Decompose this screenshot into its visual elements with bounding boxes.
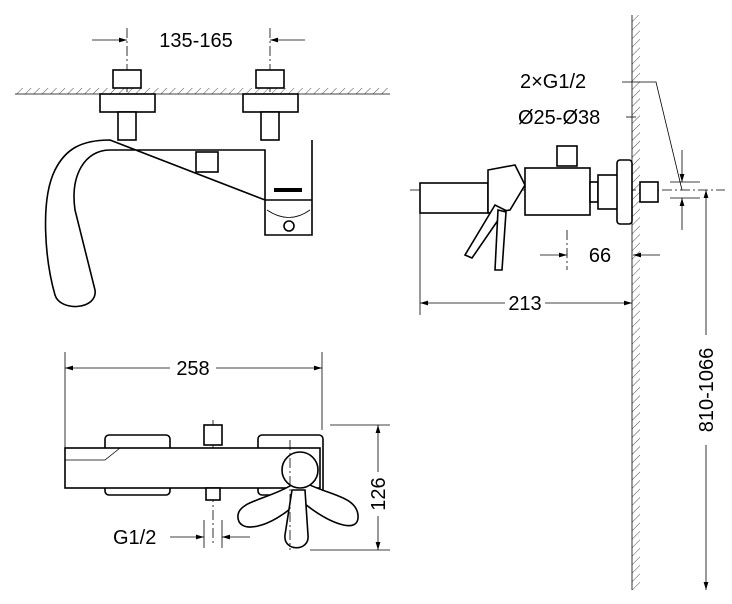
mounting-height-label: 810-1066 — [696, 348, 718, 433]
valve-spacing-label: 135-165 — [159, 30, 232, 52]
flange-diameter-label: Ø25-Ø38 — [518, 107, 600, 129]
right-valve — [242, 69, 299, 141]
top-view: 135-165 — [15, 28, 390, 308]
left-valve — [99, 69, 156, 141]
brand-logo — [274, 188, 302, 192]
height-label: 126 — [368, 477, 390, 510]
thread-label: G1/2 — [113, 527, 156, 549]
wall-hatch-vertical — [632, 15, 640, 590]
front-view: 258 126 G1/2 — [64, 352, 390, 551]
length-label: 258 — [176, 358, 209, 380]
handle-cap — [281, 451, 319, 489]
side-view: 2×G1/2 Ø25-Ø38 66 213 810-1066 — [410, 15, 725, 590]
front-body — [64, 447, 321, 489]
wall-offset-label: 66 — [589, 245, 611, 267]
connections-label: 2×G1/2 — [520, 71, 586, 93]
button-square — [195, 151, 219, 173]
faucet-body — [44, 139, 313, 308]
projection-label: 213 — [508, 293, 541, 315]
wall-hatch — [15, 88, 390, 94]
